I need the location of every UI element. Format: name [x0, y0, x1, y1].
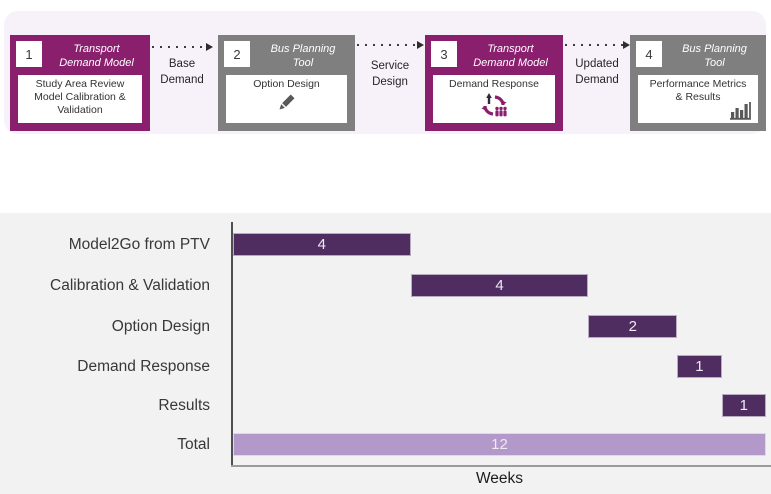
- flow-step-2: 2 Bus Planning Tool Option Design: [218, 35, 355, 131]
- gantt-task-bar: 1: [677, 355, 722, 378]
- dotted-arrow: [152, 46, 206, 48]
- gantt-row-labels: Model2Go from PTV Calibration & Validatio…: [0, 213, 212, 494]
- gantt-task-bar: 4: [233, 233, 411, 256]
- step-title: Transport Demand Model: [473, 43, 548, 70]
- step-number: 3: [431, 41, 457, 67]
- flow-step-4: 4 Bus Planning Tool Performance Metrics …: [630, 35, 766, 131]
- step-title: Transport Demand Model: [59, 43, 134, 70]
- gantt-row-label: Option Design: [111, 318, 210, 335]
- step-title: Bus Planning Tool: [682, 43, 747, 70]
- gantt-row-label: Calibration & Validation: [50, 277, 210, 294]
- arrowhead-icon: [623, 41, 630, 49]
- connector-label: Updated Demand: [575, 58, 619, 86]
- step-title: Bus Planning Tool: [270, 43, 336, 70]
- gantt-row-label: Results: [158, 397, 210, 414]
- gantt-task-bar: 4: [410, 274, 589, 297]
- arrowhead-icon: [417, 41, 424, 49]
- flow-step-3: 3 Transport Demand Model Demand Response: [425, 35, 563, 131]
- gantt-panel: Model2Go from PTV Calibration & Validatio…: [0, 213, 771, 494]
- gantt-x-axis: [231, 465, 771, 467]
- connector-label: Base Demand: [160, 58, 204, 86]
- step-number: 4: [636, 41, 662, 67]
- step-body-text: Demand Response: [449, 78, 539, 90]
- step-body-text: Study Area Review Model Calibration & Va…: [34, 78, 126, 117]
- step-number: 1: [16, 41, 42, 67]
- gantt-task-bar: 1: [721, 394, 766, 417]
- flow-step-1: 1 Transport Demand Model Study Area Revi…: [10, 35, 150, 131]
- step-detail-box: Study Area Review Model Calibration & Va…: [18, 75, 142, 123]
- step-detail-box: Performance Metrics & Results: [638, 75, 758, 123]
- gantt-x-axis-title: Weeks: [475, 470, 524, 487]
- dotted-arrow: [565, 44, 623, 46]
- step-body-text: Option Design: [253, 78, 320, 90]
- gantt-plot-area: 4 4 2 1 1 12: [233, 213, 766, 494]
- pencil-icon: [279, 94, 294, 110]
- gantt-row-label: Model2Go from PTV: [68, 236, 210, 253]
- gantt-row-label: Total: [177, 436, 210, 453]
- step-detail-box: Option Design: [226, 75, 347, 123]
- gantt-task-bar: 2: [588, 315, 678, 338]
- step-body-text: Performance Metrics & Results: [649, 78, 747, 104]
- gantt-row-label: Demand Response: [77, 358, 210, 375]
- gantt-total-bar: 12: [233, 433, 766, 456]
- cycle-arrows-people-icon: [481, 93, 507, 117]
- connector-label: Service Design: [370, 60, 410, 88]
- step-number: 2: [224, 41, 250, 67]
- process-flow-banner: 1 Transport Demand Model Study Area Revi…: [4, 11, 766, 134]
- step-detail-box: Demand Response: [433, 75, 555, 123]
- gantt-y-axis: [231, 222, 233, 467]
- dotted-arrow: [357, 44, 417, 46]
- arrowhead-icon: [206, 43, 213, 51]
- bar-chart-icon: [730, 102, 751, 120]
